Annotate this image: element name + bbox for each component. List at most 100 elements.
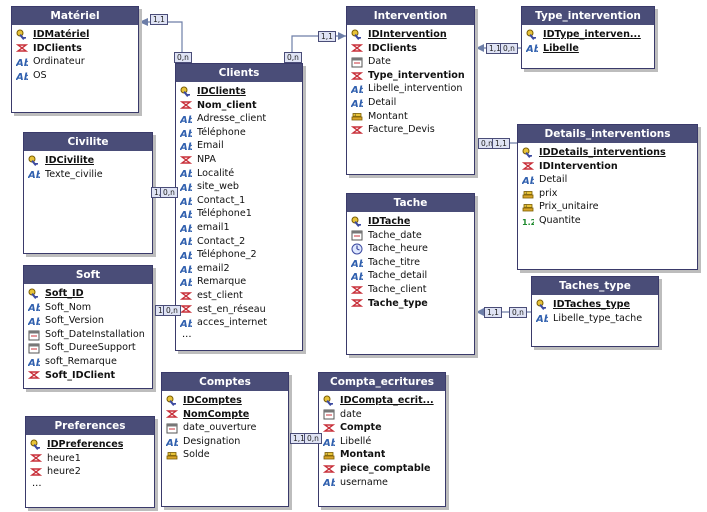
field-name: Téléphone1 (197, 208, 252, 220)
field-row[interactable]: AbContact_1 (180, 194, 298, 208)
field-row[interactable]: AbTéléphone1 (180, 207, 298, 221)
field-row[interactable]: AbLibelle (526, 42, 650, 56)
table-title[interactable]: Matériel (12, 7, 138, 25)
field-row[interactable]: Tache_client (351, 283, 470, 297)
field-row[interactable]: piece_comptable (323, 462, 441, 476)
field-row[interactable]: Soft_ID (28, 287, 148, 301)
field-row[interactable]: AbDetail (351, 96, 470, 110)
field-row[interactable]: IDClients (180, 85, 298, 99)
field-row[interactable]: AbAdresse_client (180, 112, 298, 126)
table-materiel[interactable]: MatérielIDMatérielIDClientsAbOrdinateurA… (11, 6, 139, 113)
field-row[interactable]: AbLibellé (323, 435, 441, 449)
field-row[interactable]: IDTache (351, 215, 470, 229)
table-title[interactable]: Preferences (26, 417, 154, 435)
field-name: Libelle (543, 42, 579, 54)
field-row[interactable]: Abusername (323, 476, 441, 490)
field-row[interactable]: AbTéléphone_2 (180, 248, 298, 262)
field-row[interactable]: Absoft_Remarque (28, 355, 148, 369)
table-title[interactable]: Details_interventions (518, 125, 697, 143)
table-title[interactable]: Comptes (162, 373, 288, 391)
field-row[interactable]: AbTache_detail (351, 269, 470, 283)
field-row[interactable]: Abemail2 (180, 262, 298, 276)
field-row[interactable]: Tache_heure (351, 242, 470, 256)
field-row[interactable]: IDCompta_ecrit... (323, 394, 441, 408)
field-row[interactable]: Facture_Devis (351, 123, 470, 137)
table-civilite[interactable]: CiviliteIDCiviliteAbTexte_civilie (23, 132, 153, 254)
field-row[interactable]: AbEmail (180, 139, 298, 153)
table-title[interactable]: Compta_ecritures (319, 373, 445, 391)
field-row[interactable]: NomCompte (166, 408, 284, 422)
table-clients[interactable]: ClientsIDClientsNom_clientAbAdresse_clie… (175, 63, 303, 351)
field-row[interactable]: 1.2Quantite (522, 214, 693, 228)
field-row[interactable]: Abemail1 (180, 221, 298, 235)
field-name: IDComptes (183, 395, 242, 406)
field-row[interactable]: IDIntervention (351, 28, 470, 42)
field-row[interactable]: IDType_interven... (526, 28, 650, 42)
field-row[interactable]: NPA (180, 153, 298, 167)
date-field-icon (28, 329, 40, 341)
table-title[interactable]: Civilite (24, 133, 152, 151)
field-row[interactable]: Tache_type (351, 297, 470, 311)
field-row[interactable]: AbLocalité (180, 167, 298, 181)
field-row[interactable]: AbLibelle_type_tache (536, 312, 654, 326)
field-row[interactable]: Date (351, 55, 470, 69)
field-row[interactable]: Soft_IDClient (28, 369, 148, 383)
table-title[interactable]: Type_intervention (522, 7, 654, 25)
field-row[interactable]: IDIntervention (522, 160, 693, 174)
field-row[interactable]: AbDetail (522, 173, 693, 187)
field-row[interactable]: IDTaches_type (536, 298, 654, 312)
field-row[interactable]: date (323, 408, 441, 422)
field-row[interactable]: AbRemarque (180, 275, 298, 289)
field-row[interactable]: AbSoft_Nom (28, 301, 148, 315)
field-row[interactable]: Soft_DureeSupport (28, 341, 148, 355)
field-row[interactable]: date_ouverture (166, 421, 284, 435)
table-title[interactable]: Tache (347, 194, 474, 212)
field-row[interactable]: IDDetails_interventions (522, 146, 693, 160)
field-row[interactable]: AbTéléphone (180, 126, 298, 140)
table-taches_type[interactable]: Taches_typeIDTaches_typeAbLibelle_type_t… (531, 276, 659, 347)
table-title[interactable]: Intervention (347, 7, 474, 25)
field-row[interactable]: Tache_date (351, 229, 470, 243)
table-soft[interactable]: SoftSoft_IDAbSoft_NomAbSoft_VersionSoft_… (23, 265, 153, 389)
field-row[interactable]: Abacces_internet (180, 316, 298, 330)
field-row[interactable]: Soft_DateInstallation (28, 328, 148, 342)
field-row[interactable]: Compte (323, 421, 441, 435)
field-row[interactable]: est_en_réseau (180, 303, 298, 317)
table-title[interactable]: Soft (24, 266, 152, 284)
field-row[interactable]: IDCivilite (28, 154, 148, 168)
field-row[interactable]: AbOS (16, 69, 134, 83)
field-row[interactable]: AbLibelle_intervention (351, 82, 470, 96)
field-row[interactable]: IDClients (351, 42, 470, 56)
table-type_intervention[interactable]: Type_interventionIDType_interven...AbLib… (521, 6, 655, 69)
field-row[interactable]: AbContact_2 (180, 235, 298, 249)
table-title[interactable]: Taches_type (532, 277, 658, 295)
field-row[interactable]: heure2 (30, 465, 150, 479)
table-tache[interactable]: TacheIDTacheTache_dateTache_heureAbTache… (346, 193, 475, 355)
field-row[interactable]: Type_intervention (351, 69, 470, 83)
field-row[interactable]: heure1 (30, 452, 150, 466)
field-row[interactable]: IDPreferences (30, 438, 150, 452)
field-row[interactable]: AbTache_titre (351, 256, 470, 270)
field-row[interactable]: AbSoft_Version (28, 314, 148, 328)
field-row[interactable]: IDClients (16, 42, 134, 56)
field-row[interactable]: AbTexte_civilie (28, 168, 148, 182)
field-row[interactable]: AbDesignation (166, 435, 284, 449)
field-row[interactable]: IDComptes (166, 394, 284, 408)
field-row[interactable]: Nom_client (180, 99, 298, 113)
foreign-key-icon (28, 369, 40, 381)
table-title[interactable]: Clients (176, 64, 302, 82)
field-row[interactable]: AbOrdinateur (16, 55, 134, 69)
field-row[interactable]: IDMatériel (16, 28, 134, 42)
field-row[interactable]: Absite_web (180, 180, 298, 194)
field-row[interactable]: est_client (180, 289, 298, 303)
